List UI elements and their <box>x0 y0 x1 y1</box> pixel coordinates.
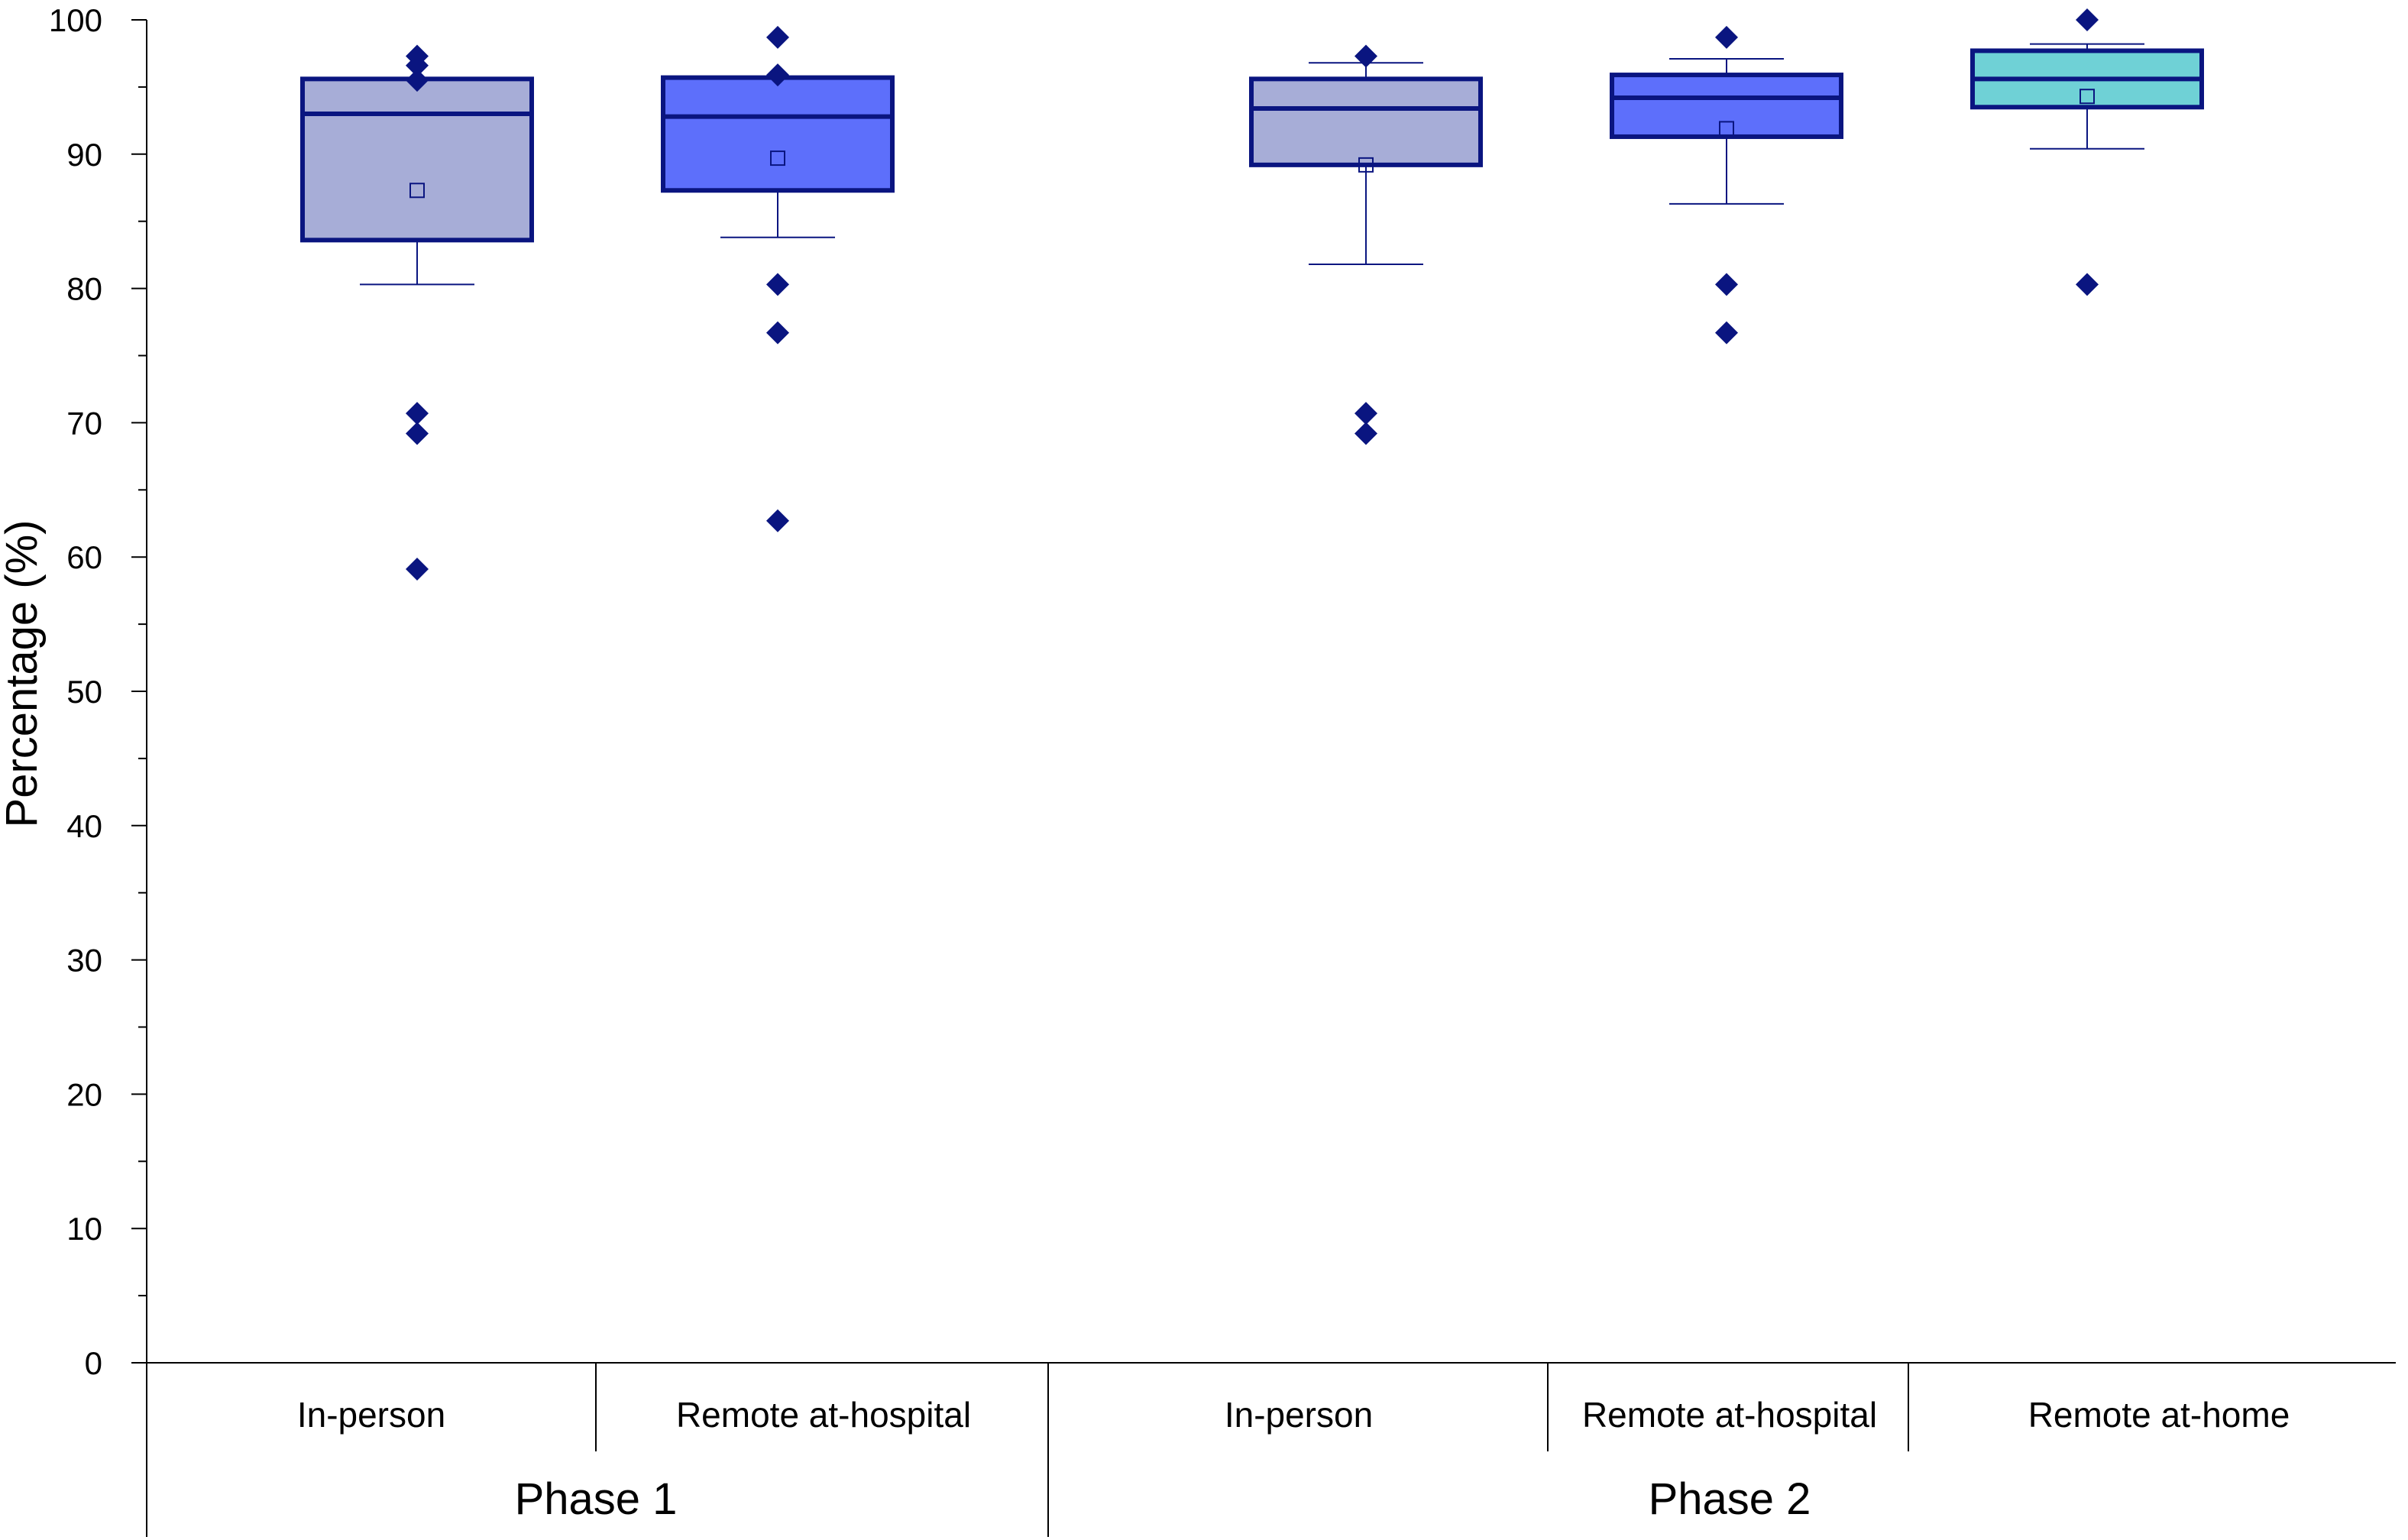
category-label: In-person <box>297 1395 445 1435</box>
y-tick-label: 90 <box>66 137 102 173</box>
outlier-point <box>1715 321 1738 345</box>
mean-marker <box>1719 121 1734 137</box>
outlier-point <box>1354 402 1377 425</box>
iqr-box <box>1249 76 1483 167</box>
axes: 0 10 20 30 40 50 60 70 80 90 100 <box>49 2 2396 1537</box>
iqr-box <box>661 75 895 193</box>
plot-area <box>300 8 2204 581</box>
outlier-point <box>406 558 429 581</box>
phase-label: Phase 1 <box>515 1474 678 1524</box>
outlier-point <box>406 422 429 445</box>
outlier-point <box>1354 422 1377 445</box>
outlier-point <box>2076 8 2099 31</box>
y-tick-label: 50 <box>66 674 102 710</box>
iqr-box <box>1610 73 1843 139</box>
mean-marker <box>409 183 425 199</box>
y-tick-label: 80 <box>66 271 102 307</box>
outlier-point <box>406 53 429 77</box>
box-4 <box>1610 25 1843 345</box>
mean-marker <box>1358 157 1374 173</box>
box-3 <box>1249 44 1483 445</box>
y-tick-label: 20 <box>66 1076 102 1112</box>
category-label: Remote at-hospital <box>676 1395 971 1435</box>
y-tick-label: 60 <box>66 539 102 575</box>
y-axis-title: Percentage (%) <box>0 520 47 828</box>
outlier-point <box>406 402 429 425</box>
outlier-point <box>766 63 789 87</box>
y-tick-label: 40 <box>66 808 102 844</box>
mean-marker <box>2079 89 2095 105</box>
y-tick-label: 10 <box>66 1211 102 1247</box>
phase-label: Phase 2 <box>1649 1474 1811 1524</box>
y-tick-label: 70 <box>66 405 102 441</box>
y-tick-label: 30 <box>66 943 102 979</box>
box-2 <box>661 25 895 532</box>
outlier-point <box>766 321 789 345</box>
outlier-point <box>2076 273 2099 296</box>
category-label: Remote at-home <box>2028 1395 2290 1435</box>
iqr-box <box>300 76 534 243</box>
outlier-point <box>766 25 789 49</box>
outlier-point <box>766 273 789 296</box>
outlier-point <box>406 69 429 92</box>
category-label: In-person <box>1225 1395 1373 1435</box>
category-label: Remote at-hospital <box>1582 1395 1877 1435</box>
y-tick-label: 0 <box>85 1345 102 1381</box>
y-tick-label: 100 <box>49 2 102 38</box>
box-5 <box>1970 8 2204 296</box>
mean-marker <box>770 150 785 167</box>
outlier-point <box>1715 273 1738 296</box>
outlier-point <box>766 509 789 532</box>
outlier-point <box>1354 44 1377 68</box>
box-1 <box>300 44 534 581</box>
outlier-point <box>1715 25 1738 49</box>
